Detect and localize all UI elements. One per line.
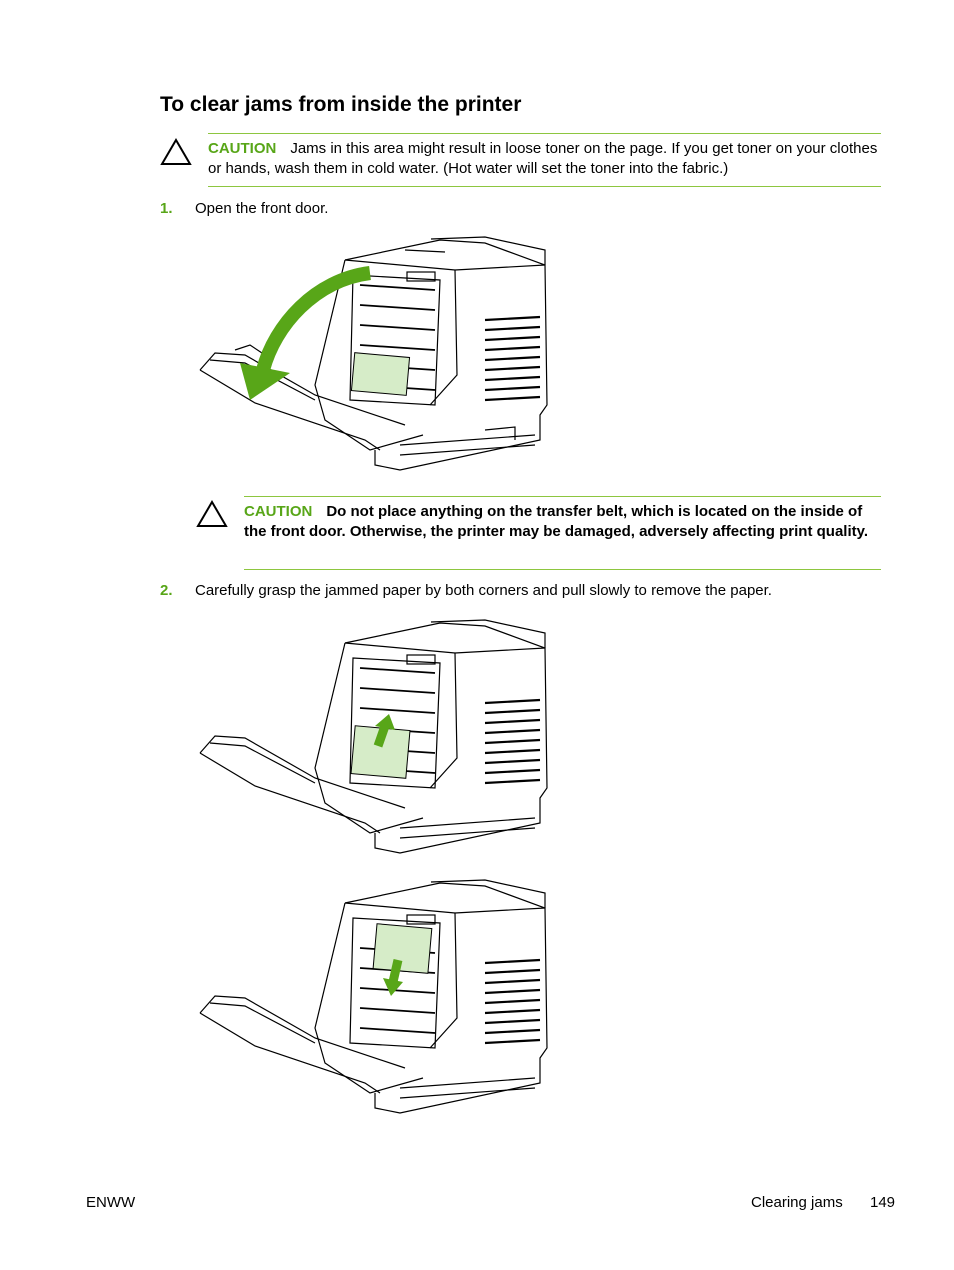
caution-text-2: Do not place anything on the transfer be… (244, 503, 869, 540)
caution-warning-icon-2 (196, 500, 228, 527)
printer-figure-open-door (199, 236, 548, 471)
page-title: To clear jams from inside the printer (160, 93, 522, 116)
step-number-2: 2. (160, 582, 173, 599)
jammed-paper (350, 352, 411, 396)
printer-figure-pull-up (199, 619, 548, 854)
step-number-1: 1. (160, 200, 173, 217)
printer-figure-pull-down (199, 879, 548, 1114)
arrow-open-door-icon (240, 266, 372, 400)
caution-warning-icon (160, 138, 192, 165)
page-number: 149 (870, 1194, 896, 1211)
caution-label: CAUTION (208, 140, 277, 157)
arrow-down-icon (383, 959, 403, 996)
jammed-paper-3 (372, 923, 433, 974)
footer-left: ENWW (86, 1194, 136, 1211)
step-text-2: Carefully grasp the jammed paper by both… (195, 582, 772, 599)
step-text-1: Open the front door. (195, 200, 329, 217)
caution-label-2: CAUTION (244, 503, 313, 520)
caution-text: Jams in this area might result in loose … (208, 140, 878, 177)
footer-section: Clearing jams (751, 1194, 843, 1211)
arrow-up-icon (373, 714, 395, 748)
